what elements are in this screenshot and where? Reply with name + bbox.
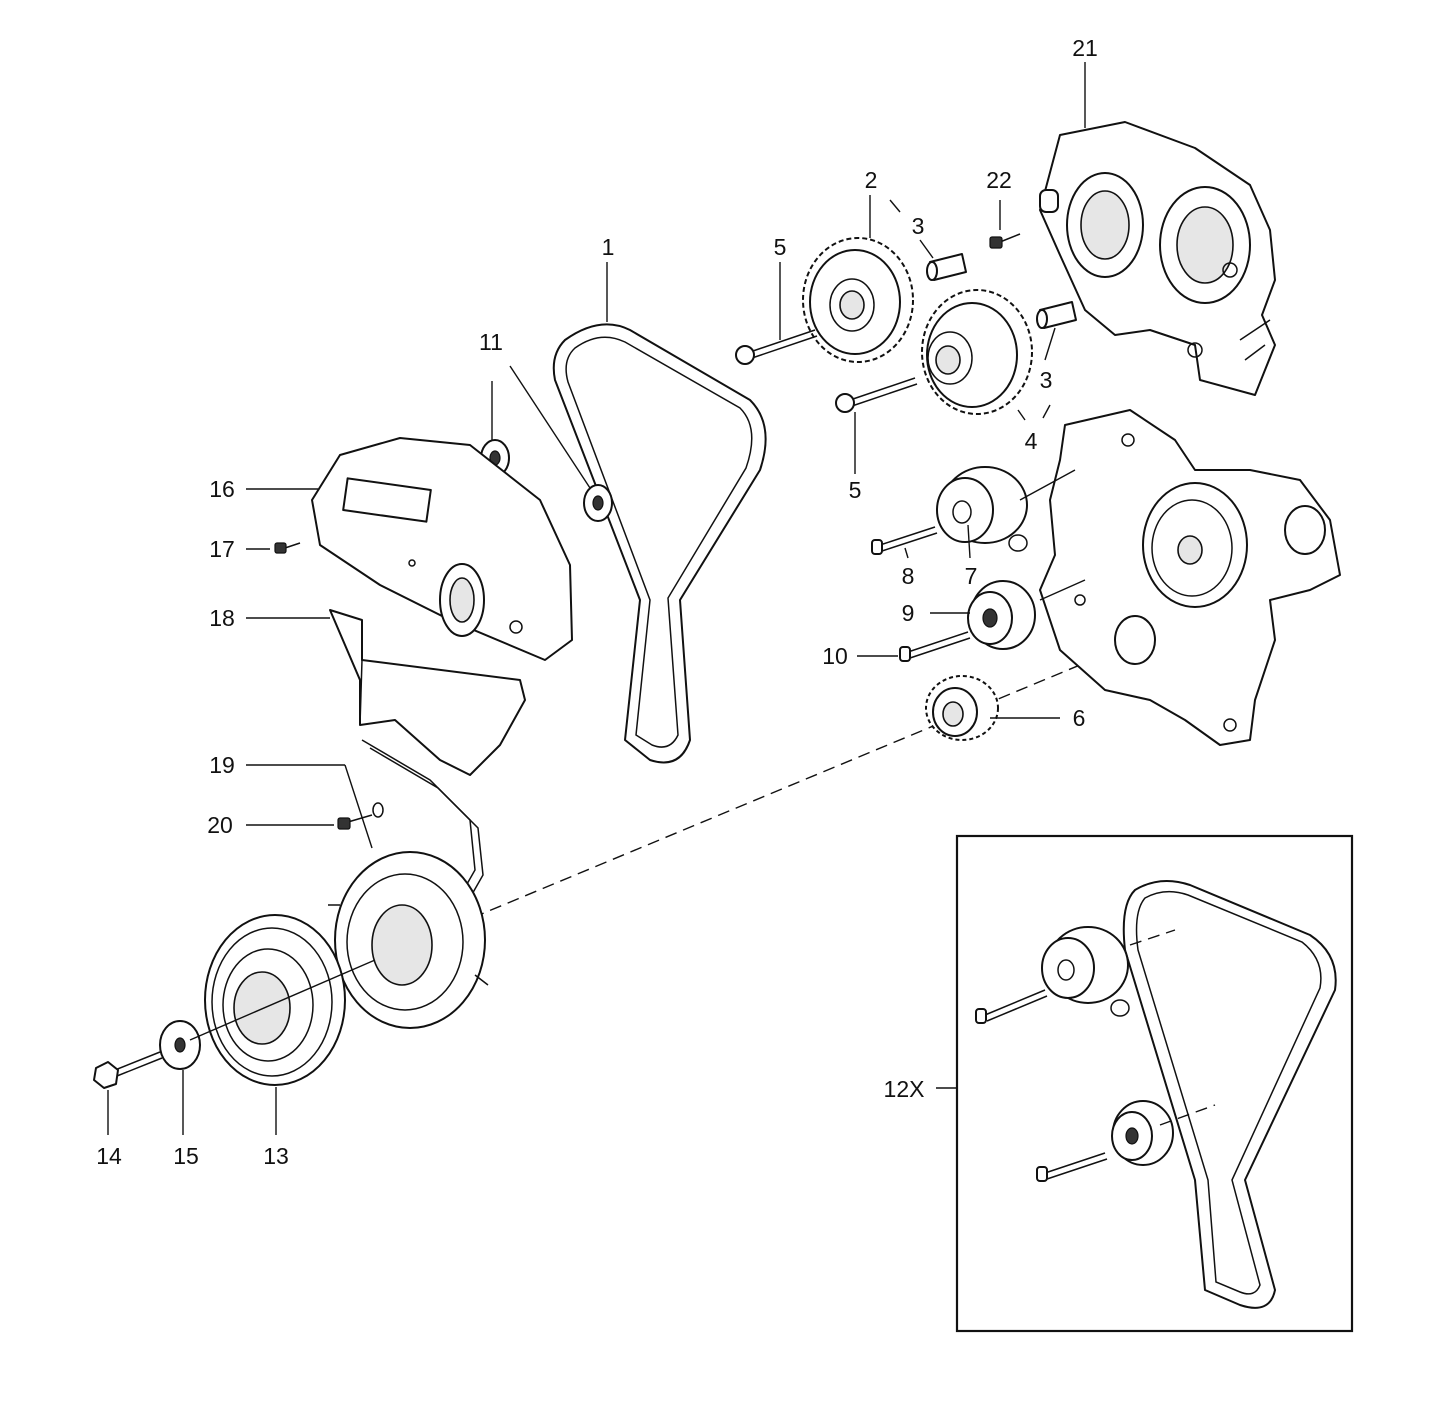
callout-3-upper: 3 — [912, 213, 925, 239]
idler-bolt — [899, 631, 971, 662]
callout-12x: 12X — [884, 1076, 925, 1102]
kit-inset-tensioner — [975, 926, 1130, 1024]
callout-14: 14 — [96, 1143, 122, 1169]
callout-10: 10 — [822, 643, 848, 669]
tensioner-bolt — [871, 526, 938, 555]
callout-17: 17 — [209, 536, 235, 562]
callout-1: 1 — [602, 234, 615, 260]
crankshaft-sprocket — [925, 675, 999, 741]
screw-17 — [274, 542, 301, 554]
idler-pulley — [967, 580, 1036, 650]
callout-21: 21 — [1072, 35, 1098, 61]
callout-13: 13 — [263, 1143, 289, 1169]
bolt-20 — [337, 802, 384, 830]
upper-timing-cover — [311, 437, 573, 661]
crank-bolt — [93, 1051, 163, 1089]
callout-16: 16 — [209, 476, 235, 502]
gasket-strip — [361, 739, 484, 911]
crank-axis-line — [189, 959, 376, 1041]
callout-7: 7 — [965, 563, 978, 589]
camshaft-sprocket-lower — [921, 289, 1033, 415]
guide-ring-11-b — [583, 484, 613, 522]
bolt-22 — [989, 233, 1021, 249]
callout-18: 18 — [209, 605, 235, 631]
callout-5-upper: 5 — [774, 234, 787, 260]
kit-inset-idler — [1036, 1100, 1174, 1182]
tensioner-pulley — [936, 466, 1028, 552]
callout-8: 8 — [902, 563, 915, 589]
callout-4: 4 — [1025, 428, 1038, 454]
camshaft-bolt-lower — [835, 377, 918, 413]
alignment-line — [454, 639, 1141, 926]
rear-timing-cover — [1039, 121, 1276, 396]
callout-3-lower: 3 — [1040, 367, 1053, 393]
camshaft-sprocket-upper — [802, 237, 914, 363]
sleeve-3-upper — [926, 253, 967, 281]
callout-19: 19 — [209, 752, 235, 778]
callout-11: 11 — [479, 329, 503, 355]
crankshaft-pulley — [204, 914, 346, 1086]
oil-seal-housing — [328, 851, 489, 1029]
callout-5-lower: 5 — [849, 477, 862, 503]
callout-2: 2 — [865, 167, 878, 193]
kit-inset-frame — [955, 834, 1354, 1333]
sleeve-3-lower — [1036, 301, 1077, 329]
lower-timing-cover — [329, 609, 526, 776]
callout-9: 9 — [902, 600, 915, 626]
washer-15 — [159, 1020, 201, 1070]
callout-20: 20 — [207, 812, 233, 838]
callout-22: 22 — [986, 167, 1012, 193]
callout-15: 15 — [173, 1143, 199, 1169]
leader-lines — [107, 62, 1086, 1135]
timing-belt — [552, 323, 767, 764]
callout-6: 6 — [1073, 705, 1086, 731]
oil-pump-housing — [1039, 409, 1341, 746]
kit-inset-belt — [1122, 880, 1337, 1309]
camshaft-bolt-upper — [735, 329, 818, 365]
